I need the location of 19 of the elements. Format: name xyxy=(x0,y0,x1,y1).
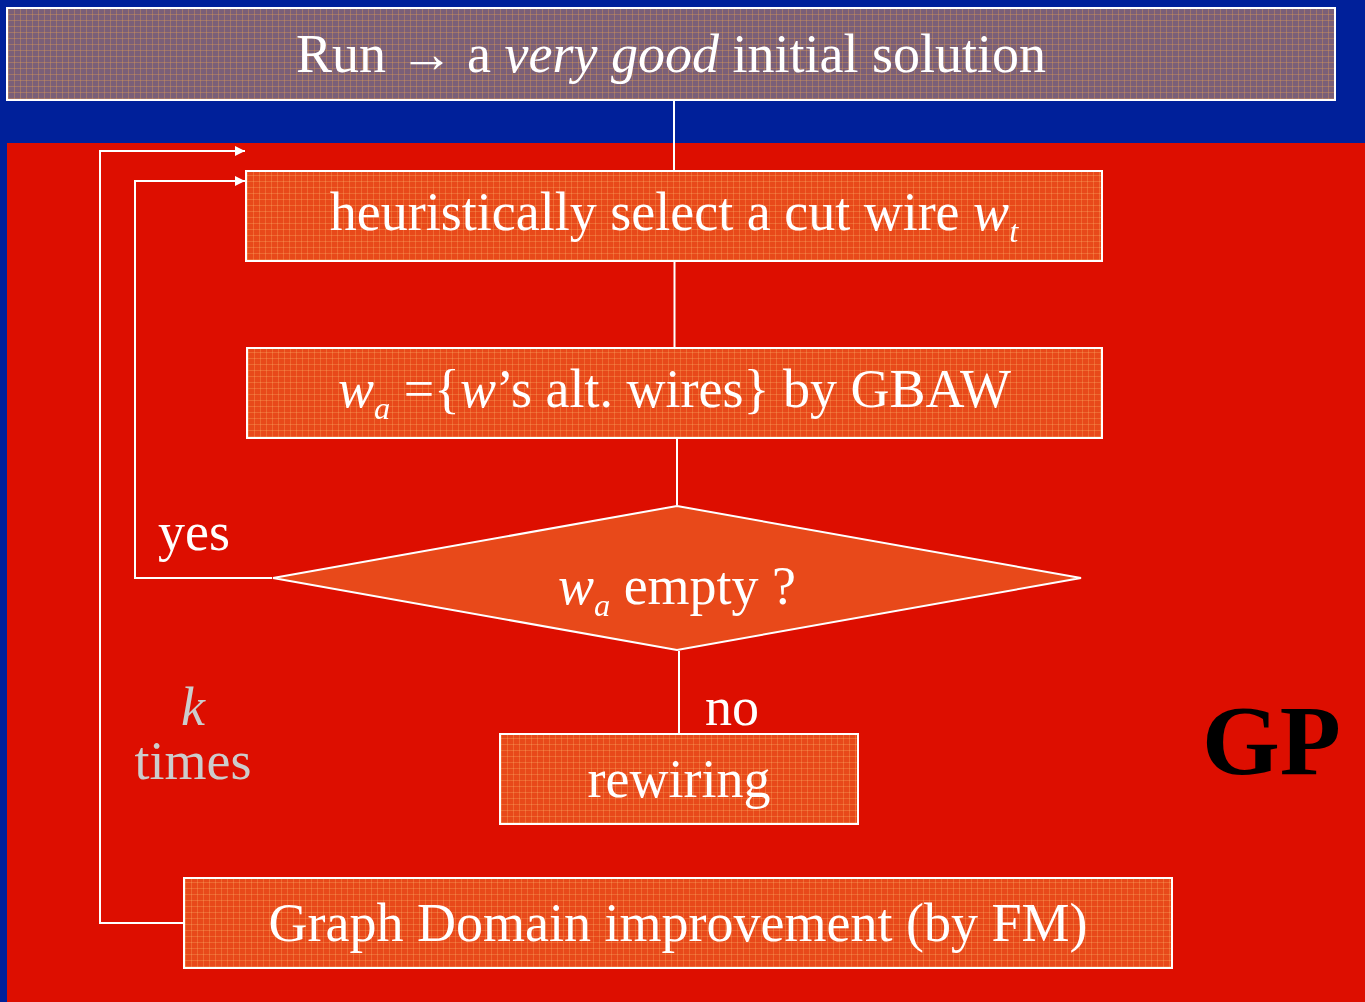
step-text: w$_{a}$ empty ? xyxy=(557,558,797,622)
process-box xyxy=(246,347,1103,439)
process-box xyxy=(6,7,1336,101)
step-text: w$_{a}$ ={w’s alt. wires} by GBAW xyxy=(337,361,1012,425)
process-box xyxy=(245,170,1103,262)
phase-panel xyxy=(7,143,1365,1002)
arrow xyxy=(134,176,273,579)
connector-line xyxy=(673,261,676,348)
arrow xyxy=(99,146,246,924)
step-text: heuristically select a cut wire w$_{t}$ xyxy=(329,184,1019,248)
edge-label: no xyxy=(705,680,759,734)
connector-line xyxy=(673,100,675,171)
note-text: k times xyxy=(133,680,253,788)
phase-label: GP xyxy=(1202,684,1341,798)
connector-line xyxy=(676,438,678,506)
connector-line xyxy=(678,650,680,734)
process-box xyxy=(499,733,859,825)
process-box xyxy=(183,877,1173,969)
decision-diamond xyxy=(272,505,1082,651)
